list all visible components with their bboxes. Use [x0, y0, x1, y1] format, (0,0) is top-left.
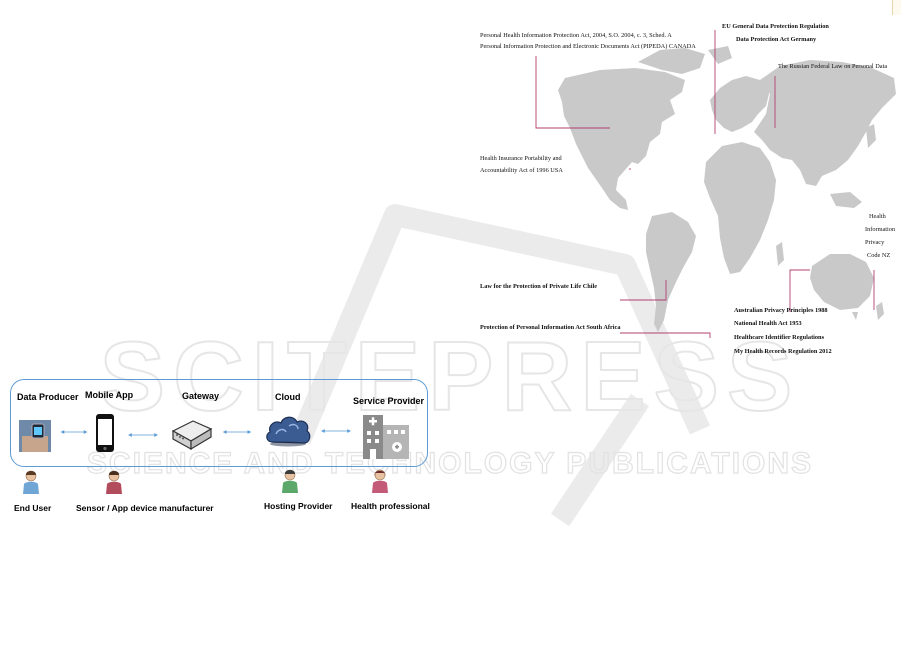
asia-shape	[754, 60, 896, 186]
arrow-app-gateway	[128, 433, 158, 437]
actor-label-hosting: Hosting Provider	[264, 501, 333, 511]
page-corner	[892, 0, 901, 15]
smartphone-icon	[96, 414, 114, 452]
person-icon-hosting	[282, 469, 298, 493]
continents	[558, 46, 896, 332]
stage-label-mobile-app: Mobile App	[85, 390, 134, 400]
law-usa-2: Accountability Act of 1996 USA	[480, 167, 563, 174]
law-australia-4: My Health Records Regulation 2012	[734, 348, 832, 355]
australia-shape	[810, 254, 874, 310]
arrow-cloud-provider	[321, 429, 351, 433]
stage-label-cloud: Cloud	[275, 392, 301, 402]
actor-label-end-user: End User	[14, 503, 52, 513]
actor-label-health-professional: Health professional	[351, 501, 430, 511]
router-icon	[171, 420, 213, 451]
law-eu-2: Data Protection Act Germany	[736, 36, 817, 43]
stage-label-service-provider: Service Provider	[353, 396, 425, 406]
law-canada-1: Personal Health Information Protection A…	[480, 32, 672, 39]
arrow-producer-app	[60, 430, 88, 434]
person-icon-end-user	[23, 470, 39, 494]
law-australia-2: National Health Act 1953	[734, 320, 802, 327]
law-australia-1: Australian Privacy Principles 1988	[734, 307, 828, 314]
stage-label-data-producer: Data Producer	[17, 392, 79, 402]
law-canada-2: Personal Information Protection and Elec…	[480, 43, 696, 50]
smartwatch-icon	[19, 420, 51, 452]
law-south-africa: Protection of Personal Information Act S…	[480, 324, 621, 331]
law-russia: The Russian Federal Law on Personal Data	[778, 63, 888, 70]
law-nz-3: Privacy	[865, 239, 885, 246]
hospital-icon	[363, 415, 409, 459]
cloud-icon	[266, 416, 311, 447]
law-nz-4: Code NZ	[867, 252, 891, 259]
stage-label-gateway: Gateway	[182, 391, 220, 401]
arrow-gateway-cloud	[222, 430, 252, 434]
south-america-shape	[646, 212, 696, 332]
person-icon-manufacturer	[106, 470, 122, 494]
law-eu-1: EU General Data Protection Regulation	[722, 23, 829, 30]
person-icon-health-professional	[372, 469, 388, 493]
law-chile: Law for the Protection of Private Life C…	[480, 283, 598, 290]
actor-label-manufacturer: Sensor / App device manufacturer	[76, 503, 214, 513]
law-nz-1: Health	[869, 213, 886, 220]
law-usa-1: Health Insurance Portability and	[480, 155, 562, 162]
north-america-shape	[558, 68, 685, 210]
world-map-figure: Personal Health Information Protection A…	[470, 10, 900, 370]
europe-shape	[710, 76, 770, 132]
africa-shape	[704, 142, 776, 274]
law-nz-2: Information	[865, 226, 896, 233]
ecosystem-diagram: Data Producer Mobile App Gateway Cloud S…	[8, 377, 430, 517]
law-australia-3: Healthcare Identifier Regulations	[734, 334, 825, 341]
